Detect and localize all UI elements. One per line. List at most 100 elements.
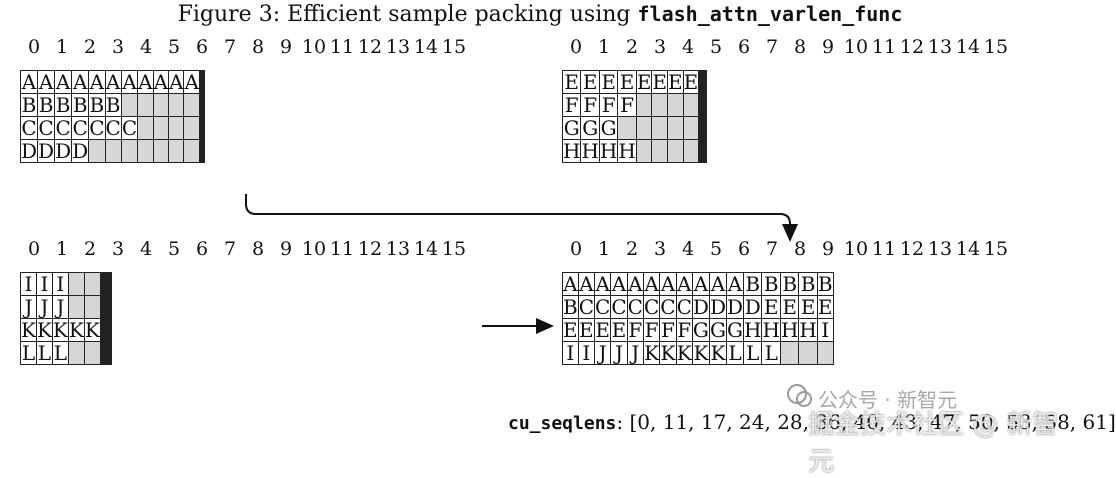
column-index: 12: [357, 36, 383, 58]
grid-cell: F: [561, 93, 582, 117]
grid-cell: E: [617, 70, 637, 94]
column-index: 14: [413, 238, 439, 260]
grid-cell: E: [798, 295, 818, 319]
grid-cell: A: [708, 272, 727, 296]
grid-cell: A: [577, 272, 596, 296]
grid-cell: [183, 116, 200, 140]
column-index: 3: [653, 36, 667, 58]
grid-cell: E: [580, 70, 600, 94]
grid-cell: [109, 341, 112, 365]
grid-cell: A: [725, 272, 745, 296]
grid-cell: A: [183, 70, 200, 94]
grid-cell: E: [598, 70, 619, 94]
grid-cell: H: [743, 318, 763, 342]
column-index: 3: [111, 36, 125, 58]
column-index: 4: [681, 36, 695, 58]
column-index: 10: [843, 36, 869, 58]
grid-cell: [651, 93, 669, 117]
grid-cell: J: [35, 295, 53, 319]
grid-cell: B: [37, 93, 56, 117]
grid-cell: [152, 116, 170, 140]
grid-cell: B: [54, 93, 73, 117]
grid-cell: B: [19, 93, 39, 117]
column-index: 15: [983, 238, 1009, 260]
grid-cell: [183, 93, 200, 117]
column-index: 10: [301, 36, 327, 58]
column-index: 2: [83, 238, 97, 260]
grid-cell: D: [725, 295, 745, 319]
column-index: 7: [223, 36, 237, 58]
column-index: 15: [441, 36, 467, 58]
column-index: 9: [279, 238, 293, 260]
grid-cell: F: [675, 318, 693, 342]
grid-cell: L: [35, 341, 53, 365]
grid-cell: K: [20, 318, 37, 342]
grid-cell: L: [761, 341, 781, 365]
grid-cell: C: [659, 295, 677, 319]
column-index: 11: [329, 36, 355, 58]
grid-cell: C: [626, 295, 644, 319]
grid-cell: G: [561, 116, 582, 140]
grid-cell: K: [642, 341, 661, 365]
grid-cell: J: [51, 295, 69, 319]
grid-cell: D: [37, 139, 56, 163]
grid-cell: C: [642, 295, 661, 319]
grid-cell: [152, 139, 170, 163]
grid-cell: C: [104, 116, 122, 140]
grid-cell: K: [691, 341, 710, 365]
figure-title: Figure 3: Efficient sample packing using…: [0, 2, 1080, 27]
column-index: 14: [413, 36, 439, 58]
grid-cell: L: [725, 341, 745, 365]
column-index: 13: [385, 36, 411, 58]
grid-cell: A: [152, 70, 170, 94]
grid-cell: [137, 93, 154, 117]
column-index: 14: [955, 238, 981, 260]
column-index: 6: [195, 36, 209, 58]
merge-arrow: [245, 194, 798, 242]
grid-cell: A: [120, 70, 139, 94]
grid-cell: E: [816, 295, 834, 319]
column-index: 12: [899, 238, 925, 260]
grid-cell: J: [20, 295, 37, 319]
grid-cell: A: [19, 70, 39, 94]
grid-cell: L: [51, 341, 69, 365]
grid-cell: F: [580, 93, 600, 117]
column-index: 13: [927, 238, 953, 260]
grid-cell: K: [51, 318, 69, 342]
column-index: 9: [821, 238, 835, 260]
cu-seqlens-line: cu_seqlens: [0, 11, 17, 24, 28, 36, 40, …: [508, 410, 1116, 434]
grid-cell: A: [137, 70, 154, 94]
grid-cell: B: [798, 272, 818, 296]
grid-cell: H: [561, 139, 582, 163]
grid-cell: I: [577, 341, 596, 365]
column-index: 2: [625, 36, 639, 58]
grid-cell: B: [88, 93, 106, 117]
column-index: 15: [441, 238, 467, 260]
column-index: 8: [793, 36, 807, 58]
grid-cell: [202, 139, 205, 163]
grid-cell: E: [635, 70, 653, 94]
grid-cell: D: [54, 139, 73, 163]
grid-cell: [816, 341, 834, 365]
grid-cell: [798, 341, 818, 365]
cu-seqlens-value: : [0, 11, 17, 24, 28, 36, 40, 43, 47, 50…: [616, 410, 1116, 434]
grid-cell: K: [675, 341, 693, 365]
grid-cell: K: [708, 341, 727, 365]
grid-cell: H: [779, 318, 800, 342]
grid-cell: H: [617, 139, 637, 163]
column-index: 12: [899, 36, 925, 58]
column-index: 6: [195, 238, 209, 260]
column-index: 6: [737, 36, 751, 58]
column-index: 5: [709, 238, 723, 260]
grid-cell: H: [598, 139, 619, 163]
grid-cell: A: [610, 272, 628, 296]
